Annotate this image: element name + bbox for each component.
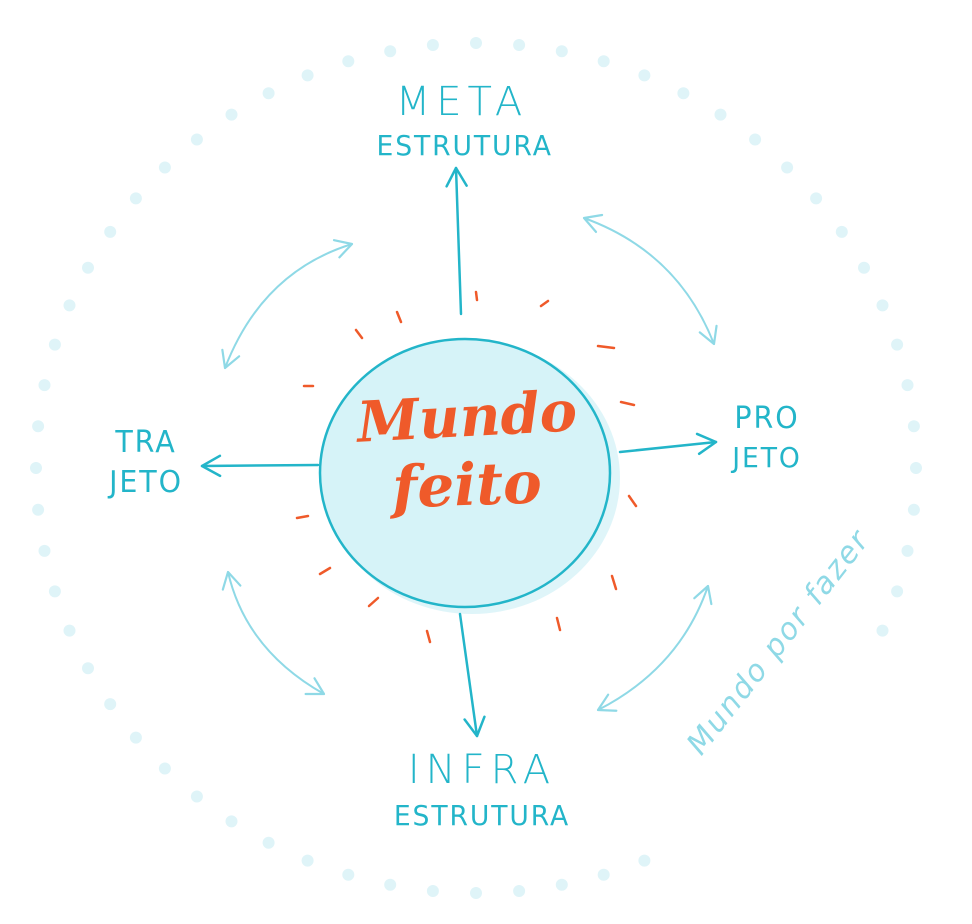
outer-dot [749, 133, 762, 146]
outer-dot [555, 45, 568, 58]
label-right-line2: JETO [732, 441, 802, 474]
outer-dot [835, 225, 848, 238]
outer-dot [63, 299, 76, 312]
outer-dot [513, 39, 526, 51]
center-label: Mundo feito [322, 378, 612, 521]
label-left-line1: TRA [115, 425, 177, 460]
outer-dot [63, 624, 76, 637]
outer-dot [901, 544, 914, 557]
ray [596, 344, 616, 350]
outer-dot [225, 815, 238, 828]
label-right: PRO JETO [722, 404, 812, 472]
center-label-line1: Mundo [355, 378, 579, 456]
outer-dot [876, 299, 889, 312]
label-bottom-line2: ESTRUTURA [393, 799, 571, 832]
outer-dot [129, 731, 142, 744]
arrow-down [458, 612, 486, 738]
outer-dot [907, 420, 920, 433]
outer-dot [677, 87, 690, 100]
ray [610, 574, 618, 591]
outer-dot [342, 55, 355, 68]
label-top-line2: ESTRUTURA [376, 129, 553, 162]
outer-dot [190, 790, 203, 803]
outer-dot [426, 885, 439, 897]
arrow-left [200, 454, 320, 478]
outer-dot [907, 503, 920, 516]
ray [395, 310, 403, 324]
outer-dot [891, 338, 904, 351]
outer-dot [82, 662, 94, 675]
outer-dot [597, 55, 610, 68]
outer-dot [555, 878, 568, 891]
outer-dotted-circle [30, 37, 922, 899]
label-left: TRA JETO [96, 428, 196, 498]
outer-dot [190, 133, 203, 146]
outer-dot [104, 698, 117, 711]
main-arrows [200, 166, 718, 738]
outer-dot [104, 225, 117, 238]
ray [555, 616, 562, 632]
outer-dot [342, 868, 355, 881]
ray [425, 629, 432, 644]
ray [474, 290, 479, 302]
outer-dot [301, 69, 314, 82]
outer-dot [158, 161, 171, 174]
outer-dot [638, 854, 651, 867]
outer-dot [262, 87, 275, 100]
outer-dot [513, 885, 526, 897]
ray [619, 400, 636, 407]
outer-dot [384, 45, 397, 58]
outer-dot [714, 108, 727, 121]
curved-arrows [221, 213, 718, 712]
outer-dot [48, 338, 61, 351]
ray [354, 328, 364, 340]
outer-dot [876, 624, 889, 637]
ray [367, 596, 380, 608]
label-bottom: INFRA ESTRUTURA [382, 750, 582, 830]
outer-dot [225, 108, 238, 121]
curved-arrow-top-right [582, 213, 718, 346]
outer-dot [810, 192, 823, 205]
label-left-line2: JETO [109, 465, 183, 500]
outer-dot [30, 462, 42, 474]
label-top: META ESTRUTURA [372, 82, 552, 160]
arrow-up [445, 166, 468, 316]
outer-dot [32, 503, 45, 516]
outer-dot [597, 868, 610, 881]
outer-dot [901, 379, 914, 392]
label-bottom-line1: INFRA [407, 747, 557, 793]
center-circle [318, 337, 612, 609]
outer-dot [910, 462, 922, 474]
ray [295, 514, 310, 520]
outer-dot [781, 161, 794, 174]
outer-dot [301, 854, 314, 867]
outer-dot [38, 544, 51, 557]
outer-dot [158, 762, 171, 775]
outer-dot [82, 261, 94, 274]
outer-dot [384, 878, 397, 891]
outer-dot [858, 261, 870, 274]
ray [539, 299, 550, 308]
outer-dot [638, 69, 651, 82]
outer-dot [38, 379, 51, 392]
outer-dot [262, 836, 275, 849]
curved-arrow-top-left [221, 239, 354, 370]
ray [627, 494, 638, 508]
arrow-right [618, 432, 718, 456]
outer-dot [48, 585, 61, 598]
ray [318, 566, 332, 576]
label-right-line1: PRO [734, 401, 800, 436]
center-label-line2: feito [391, 448, 543, 522]
curved-arrow-bottom-right [596, 584, 713, 712]
outer-dot [426, 39, 439, 51]
outer-dot [470, 887, 482, 899]
curved-arrow-bottom-left [221, 570, 326, 696]
outer-dot [891, 585, 904, 598]
label-top-line1: META [395, 79, 529, 125]
outer-dot [129, 192, 142, 205]
outer-dot [470, 37, 482, 49]
outer-dot [32, 420, 45, 433]
